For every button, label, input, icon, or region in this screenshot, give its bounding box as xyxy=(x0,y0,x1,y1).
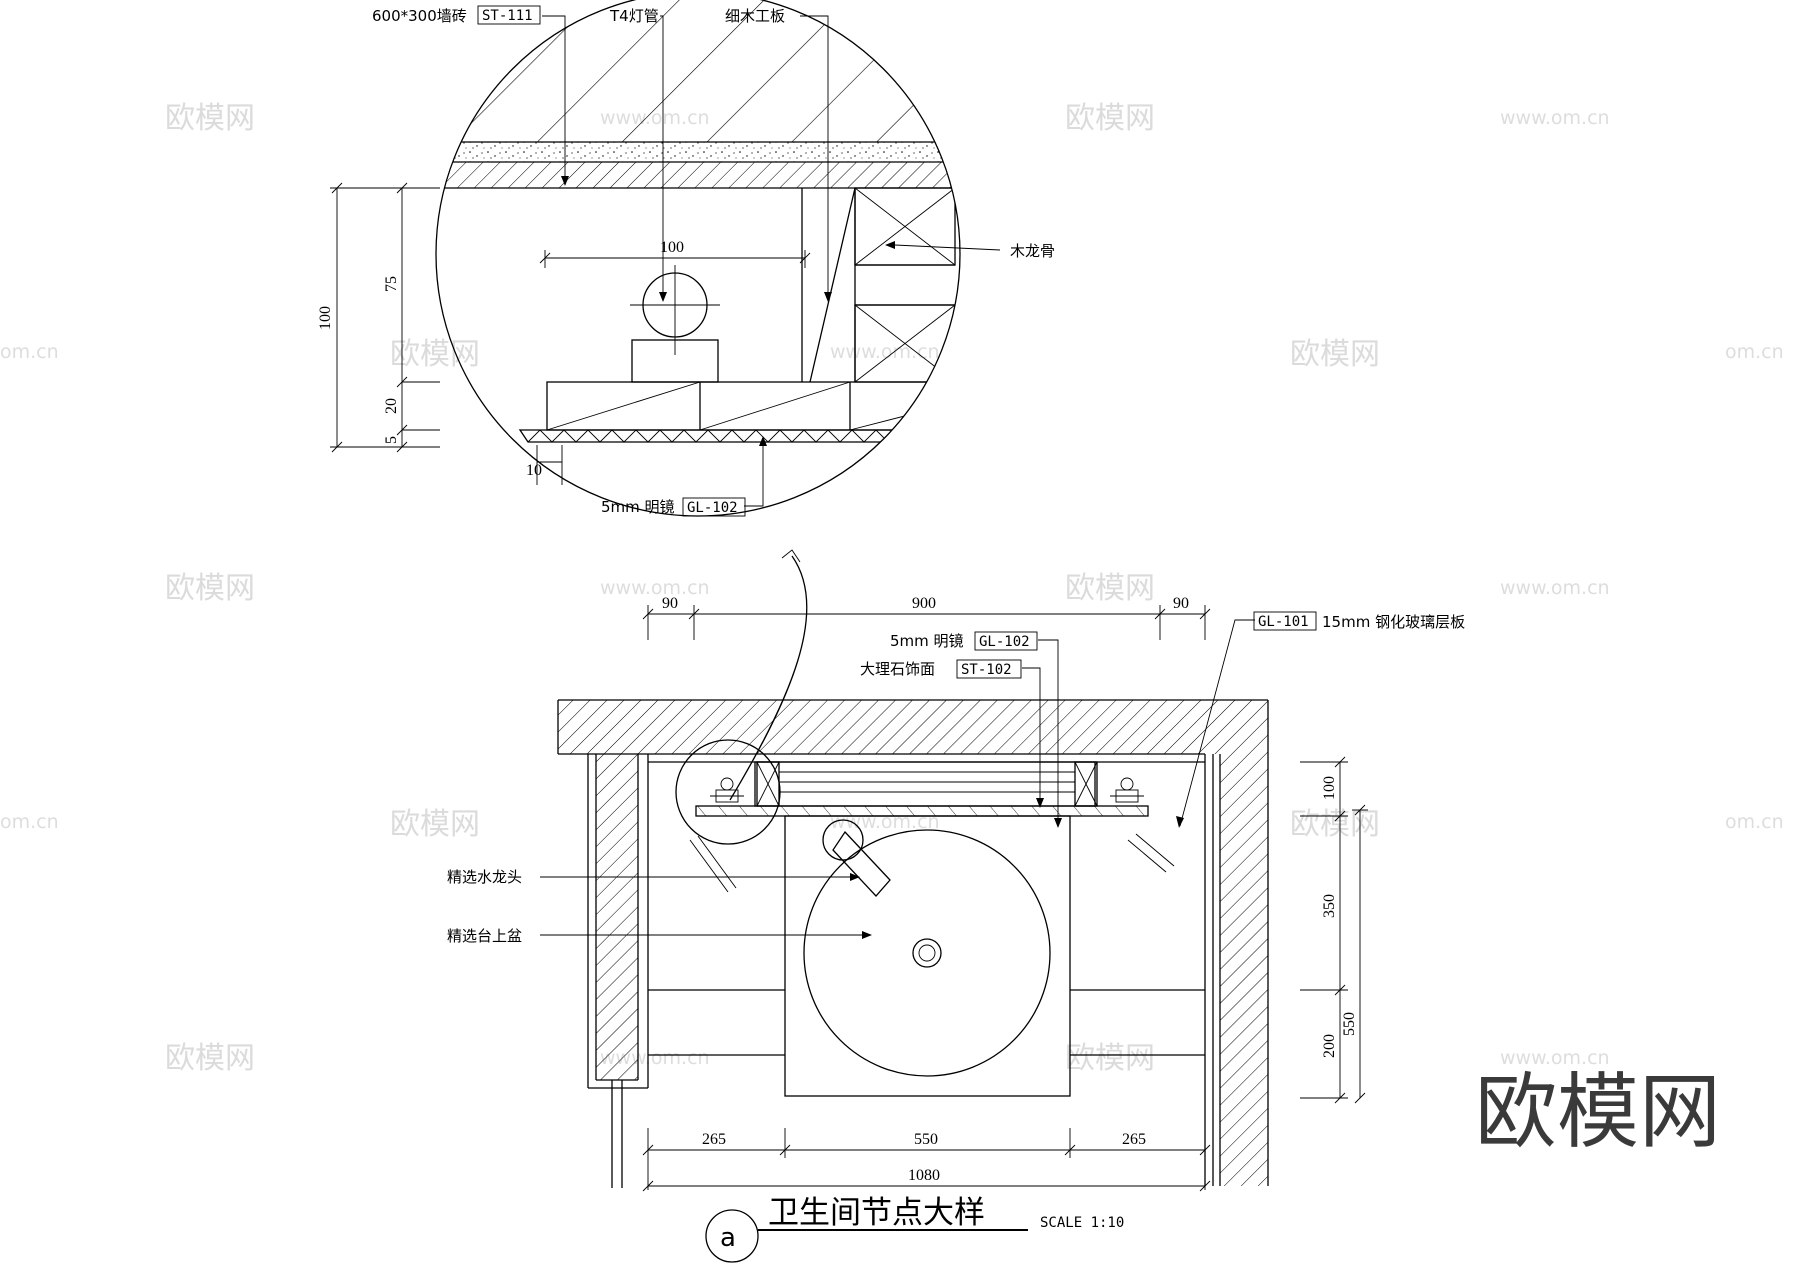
watermark-url: www.om.cn xyxy=(1500,577,1610,599)
dim-100-top: 100 xyxy=(660,239,684,256)
drawing-scale: SCALE 1:10 xyxy=(1040,1215,1124,1231)
watermark-brand: 欧模网 xyxy=(390,807,480,842)
dim-20: 20 xyxy=(383,398,400,414)
dim-75: 75 xyxy=(383,276,400,292)
watermark-url: om.cn xyxy=(0,811,59,833)
code-wall-tile: ST-111 xyxy=(482,8,533,24)
watermark-url: om.cn xyxy=(1725,811,1784,833)
watermark-brand: 欧模网 xyxy=(1065,571,1155,606)
watermark-brand: 欧模网 xyxy=(390,337,480,372)
watermark-logo: 欧模网 xyxy=(1475,1065,1721,1160)
detail-view: 600*300墙砖 ST-111 T4灯管 细木工板 木龙骨 5mm 明镜 GL… xyxy=(317,0,1055,801)
watermark-url: www.om.cn xyxy=(830,341,940,363)
label-mirror-plan: 5mm 明镜 xyxy=(890,632,964,650)
watermark-brand: 欧模网 xyxy=(1065,1041,1155,1076)
watermark-brand: 欧模网 xyxy=(165,101,255,136)
dim-right-200: 200 xyxy=(1321,1034,1338,1058)
dim-right-350: 350 xyxy=(1321,894,1338,918)
label-basin: 精选台上盆 xyxy=(447,927,522,945)
watermark-brand: 欧模网 xyxy=(1290,807,1380,842)
watermark-url: www.om.cn xyxy=(1500,1047,1610,1069)
dim-bottom-left: 265 xyxy=(702,1131,726,1148)
dim-5: 5 xyxy=(383,436,400,444)
watermark-brand: 欧模网 xyxy=(165,1041,255,1076)
watermark-url: om.cn xyxy=(0,341,59,363)
code-marble: ST-102 xyxy=(961,662,1012,678)
code-mirror-detail: GL-102 xyxy=(687,500,738,516)
label-marble: 大理石饰面 xyxy=(860,660,935,678)
label-lamp: T4灯管 xyxy=(609,7,659,25)
dim-bottom-right: 265 xyxy=(1122,1131,1146,1148)
watermark-url: om.cn xyxy=(1725,341,1784,363)
label-board: 细木工板 xyxy=(725,7,785,25)
watermark-brand: 欧模网 xyxy=(1290,337,1380,372)
watermark-brand: 欧模网 xyxy=(165,571,255,606)
label-faucet: 精选水龙头 xyxy=(447,868,522,886)
drawing-title: 卫生间节点大样 xyxy=(768,1195,985,1231)
label-mirror-detail: 5mm 明镜 xyxy=(601,498,675,516)
label-glass: 15mm 钢化玻璃层板 xyxy=(1322,613,1465,631)
code-glass: GL-101 xyxy=(1258,614,1309,630)
dim-top-right: 90 xyxy=(1173,595,1189,612)
dim-top-left: 90 xyxy=(662,595,678,612)
code-mirror-plan: GL-102 xyxy=(979,634,1030,650)
plan-view: 5mm 明镜 GL-102 大理石饰面 ST-102 GL-101 15mm 钢… xyxy=(447,595,1465,1192)
title-block: a 卫生间节点大样 SCALE 1:10 xyxy=(705,1195,1124,1263)
dim-right-100: 100 xyxy=(1321,776,1338,800)
dim-100-side: 100 xyxy=(317,306,334,330)
watermark-url: www.om.cn xyxy=(1500,107,1610,129)
dim-10: 10 xyxy=(526,462,542,479)
dim-total: 1080 xyxy=(908,1167,940,1184)
dim-right-550: 550 xyxy=(1341,1012,1358,1036)
label-keel: 木龙骨 xyxy=(1010,242,1055,260)
dim-bottom-mid: 550 xyxy=(914,1131,938,1148)
watermark-url: www.om.cn xyxy=(600,577,710,599)
watermark-layer: 欧模网 www.om.cn 欧模网 www.om.cn om.cn 欧模网 ww… xyxy=(0,101,1784,1160)
title-marker: a xyxy=(720,1223,736,1253)
watermark-brand: 欧模网 xyxy=(1065,101,1155,136)
label-wall-tile: 600*300墙砖 xyxy=(372,7,467,25)
dim-top-mid: 900 xyxy=(912,595,936,612)
